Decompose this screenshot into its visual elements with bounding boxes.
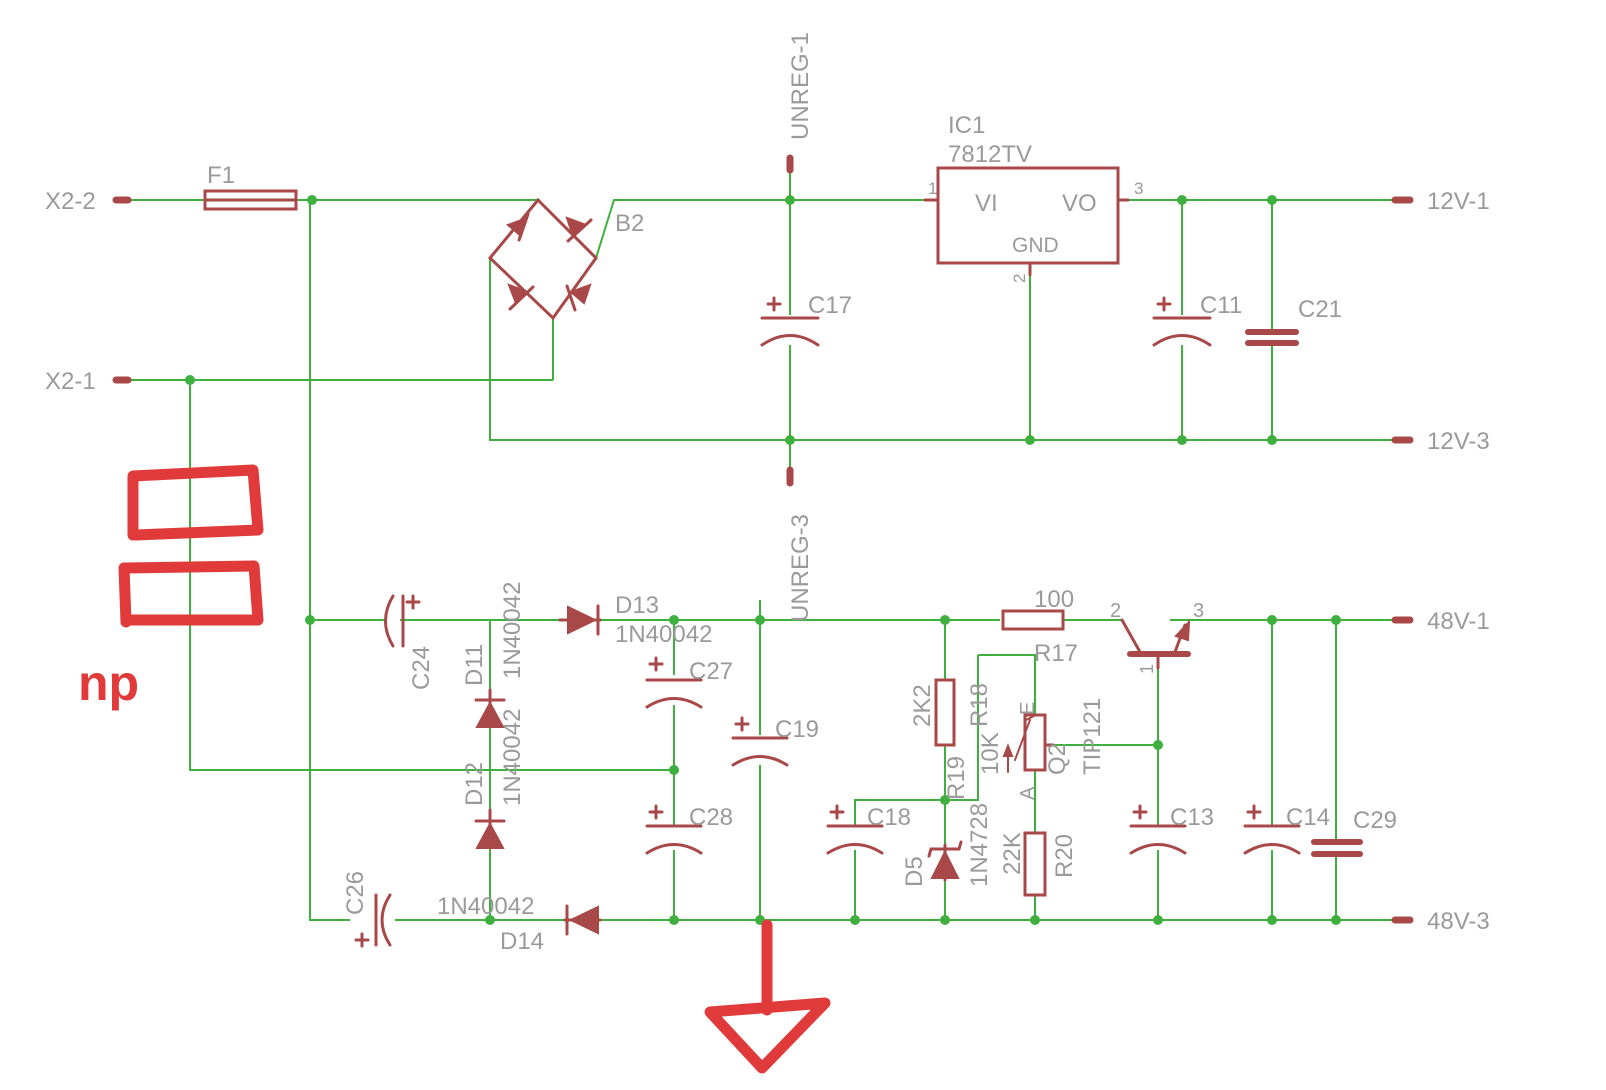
capacitor-c18 [826,804,884,855]
junctions [185,195,1341,925]
annotation-arrow [704,919,831,1074]
annotation-np-text: np [78,655,139,711]
unreg-1-label: UNREG-1 [787,32,814,140]
capacitor-c19 [731,716,789,767]
q2-pin3: 3 [1193,600,1204,622]
c13-label: C13 [1170,804,1214,831]
unreg-3-label: UNREG-3 [787,514,814,622]
zener-d5 [927,840,963,882]
r20-value: 22K [999,832,1026,875]
c26-label: C26 [342,871,369,915]
potentiometer-r19 [1002,713,1055,773]
ic1-gnd: GND [1012,234,1059,257]
capacitor-c14 [1243,804,1301,855]
annotation-box-lower [118,560,264,628]
diode-d14 [563,904,602,936]
labels: X2-2 X2-1 12V-1 12V-3 48V-1 48V-3 UNREG-… [45,32,1490,955]
r18-value: 2K2 [909,684,936,727]
diode-d13 [558,604,602,636]
x2-1-label: X2-1 [45,368,96,395]
capacitor-c26 [354,893,392,948]
d5-value: 1N4728 [966,803,993,887]
c14-label: C14 [1286,804,1330,831]
c24-label: C24 [408,646,435,690]
r17-value: 100 [1034,586,1074,613]
q2-pin2: 2 [1110,600,1121,622]
r19-a: A [1017,786,1039,800]
resistor-r18 [934,678,956,747]
diode-d12 [474,808,506,850]
capacitor-c27 [645,656,703,709]
12v-1-label: 12V-1 [1427,188,1490,215]
ic1-vi: VI [975,190,998,217]
wires [128,170,1395,921]
d12-value: 1N40042 [499,709,526,806]
c11-label: C11 [1200,292,1242,319]
12v-3-label: 12V-3 [1427,428,1490,455]
ic1-value: 7812TV [948,141,1032,168]
bridge-rectifier-b2 [487,197,598,321]
annotation-box-upper [127,464,264,541]
d12-label: D12 [461,762,488,806]
resistor-r17 [1001,609,1065,631]
c17-label: C17 [808,292,852,319]
capacitor-c17 [760,296,820,347]
r20-label: R20 [1051,834,1078,878]
transistor-q2 [1120,618,1191,670]
c18-label: C18 [867,804,911,831]
d13-label: D13 [615,592,659,619]
d14-value: 1N40042 [437,893,534,920]
ic1-pin2: 2 [1010,274,1029,283]
r19-value: 10K [977,732,1004,775]
capacitor-c21 [1245,329,1299,346]
c29-label: C29 [1353,807,1397,834]
x2-2-label: X2-2 [45,188,96,215]
b2-label: B2 [615,210,644,237]
c21-label: C21 [1298,296,1342,323]
r19-label: R19 [943,756,970,800]
r18-label: R18 [966,683,993,727]
r19-e: E [1017,702,1039,715]
ic1-pin3: 3 [1134,179,1143,198]
c27-label: C27 [689,658,733,685]
fuse-f1 [203,189,298,211]
d5-label: D5 [901,856,928,887]
r17-label: R17 [1034,640,1078,667]
resistor-r20 [1023,831,1047,897]
c28-label: C28 [689,804,733,831]
capacitor-c13 [1129,804,1187,855]
q2-pin1: 1 [1137,664,1157,674]
capacitor-c24 [384,594,421,648]
capacitor-c28 [645,804,703,855]
regulator-ic1 [923,166,1130,277]
f1-label: F1 [207,162,235,189]
diode-d11 [474,688,506,729]
capacitor-c11 [1152,296,1212,347]
48v-3-label: 48V-3 [1427,908,1490,935]
48v-1-label: 48V-1 [1427,608,1490,635]
d11-label: D11 [461,644,488,686]
ic1-vo: VO [1062,190,1097,217]
hand-annotations: np [78,464,831,1074]
c19-label: C19 [775,716,819,743]
d11-value: 1N40042 [499,582,526,679]
d14-label: D14 [500,928,544,955]
connector-pins [112,154,1414,924]
d13-value: 1N40042 [615,621,712,648]
q2-value: TIP121 [1079,698,1106,775]
ic1-pin1: 1 [928,179,937,198]
capacitor-c29 [1311,839,1363,857]
ic1-name: IC1 [948,112,985,139]
q2-label: Q2 [1044,743,1071,775]
